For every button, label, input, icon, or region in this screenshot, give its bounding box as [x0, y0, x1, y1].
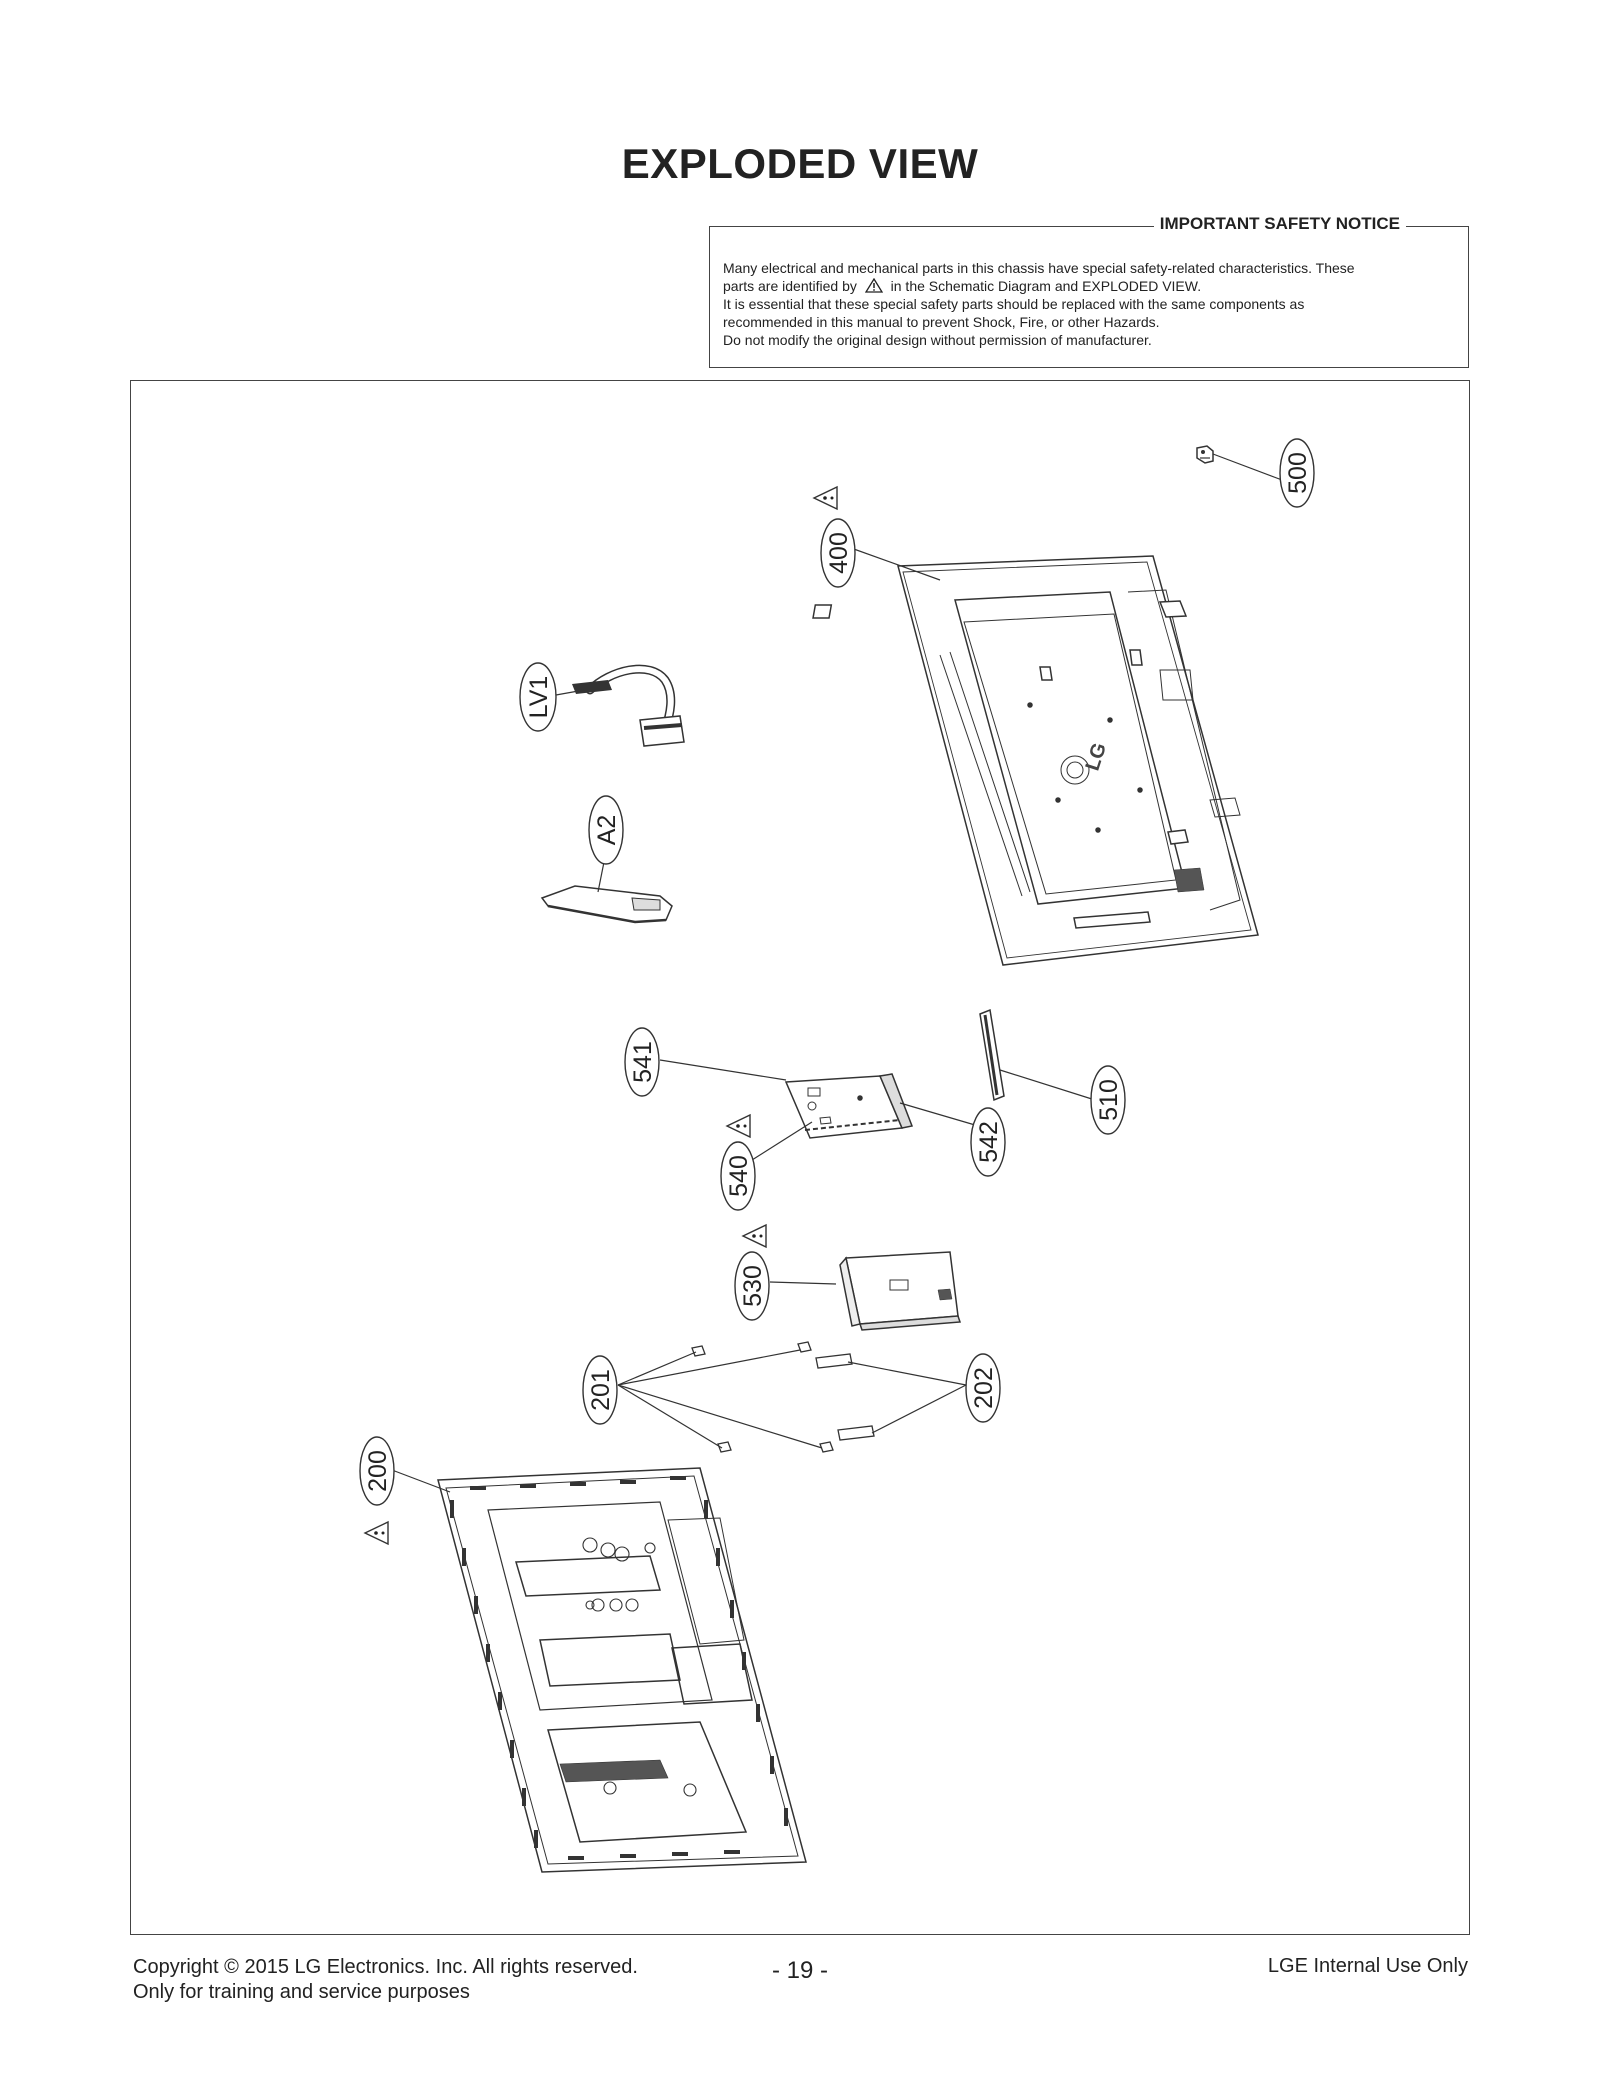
- callout-510: 510: [1090, 1065, 1126, 1135]
- leader-lv1: [555, 689, 585, 696]
- notice-line-2a: parts are identified by: [723, 278, 857, 294]
- callout-a2-label: A2: [593, 815, 621, 846]
- part-530-power-board: [839, 1251, 962, 1331]
- notice-line-3: It is essential that these special safet…: [723, 296, 1305, 312]
- notice-line-1: Many electrical and mechanical parts in …: [723, 260, 1355, 276]
- safety-warning-icon-200: [364, 1521, 389, 1545]
- leader-500: [1212, 453, 1283, 481]
- page-title: EXPLODED VIEW: [621, 140, 979, 187]
- notice-line-2: parts are identified by in the Schematic…: [723, 277, 1455, 295]
- callout-540-label: 540: [725, 1155, 753, 1197]
- leaders-202: [847, 1361, 967, 1434]
- part-510-bar: [979, 1008, 1005, 1102]
- callout-200-label: 200: [364, 1450, 392, 1492]
- callout-202: 202: [965, 1353, 1001, 1423]
- footer-copyright: Copyright © 2015 LG Electronics. Inc. Al…: [133, 1956, 638, 1978]
- leader-a2: [597, 861, 605, 893]
- safety-notice-body: Many electrical and mechanical parts in …: [723, 259, 1455, 349]
- notice-line-2b: in the Schematic Diagram and EXPLODED VI…: [890, 278, 1202, 294]
- callout-530-label: 530: [739, 1265, 767, 1307]
- callout-400: 400: [820, 518, 856, 588]
- part-201-screws: [691, 1341, 834, 1453]
- callout-530: 530: [734, 1251, 770, 1321]
- part-a2-remote: [540, 885, 673, 924]
- callout-500: 500: [1279, 438, 1315, 508]
- callout-201: 201: [582, 1355, 618, 1425]
- notice-line-4: recommended in this manual to prevent Sh…: [723, 314, 1160, 330]
- exploded-view-frame: [130, 380, 1470, 1935]
- part-lv1-cable: [572, 664, 685, 747]
- leader-510: [999, 1069, 1096, 1101]
- warning-triangle-icon: [864, 277, 883, 293]
- callout-500-label: 500: [1284, 452, 1312, 494]
- safety-warning-icon-400: [813, 486, 838, 510]
- part-200-chassis-frame: [437, 1467, 807, 1873]
- safety-warning-icon-540: [726, 1114, 751, 1138]
- callout-541: 541: [624, 1027, 660, 1097]
- callout-lv1: LV1: [519, 662, 557, 732]
- safety-notice-title: IMPORTANT SAFETY NOTICE: [1153, 214, 1406, 234]
- safety-notice-box: IMPORTANT SAFETY NOTICE Many electrical …: [709, 214, 1469, 368]
- leader-541: [659, 1059, 787, 1081]
- safety-warning-icon-530: [742, 1224, 767, 1248]
- leader-200: [391, 1469, 451, 1493]
- part-500-bracket: [1196, 445, 1214, 464]
- callout-400-label: 400: [825, 532, 853, 574]
- footer-copyright-block: Copyright © 2015 LG Electronics. Inc. Al…: [133, 1955, 638, 2005]
- callout-541-label: 541: [629, 1041, 657, 1083]
- leader-400: [850, 547, 941, 581]
- leaders-201: [617, 1349, 823, 1449]
- part-202-brackets: [815, 1353, 875, 1441]
- callout-a2: A2: [588, 795, 624, 865]
- leader-542: [899, 1102, 976, 1126]
- callout-542-label: 542: [975, 1121, 1003, 1163]
- part-400-back-cover: [812, 555, 1259, 966]
- footer-training: Only for training and service purposes: [133, 1981, 470, 2003]
- notice-line-5: Do not modify the original design withou…: [723, 332, 1152, 348]
- page-number: - 19 -: [771, 1957, 828, 1984]
- callout-200: 200: [359, 1436, 395, 1506]
- callout-542: 542: [970, 1107, 1006, 1177]
- callout-540: 540: [720, 1141, 756, 1211]
- leader-540: [751, 1121, 813, 1161]
- leader-530: [769, 1281, 837, 1285]
- callout-201-label: 201: [587, 1369, 615, 1411]
- callout-lv1-label: LV1: [525, 676, 553, 719]
- footer-internal: LGE Internal Use Only: [1267, 1955, 1468, 1977]
- callout-510-label: 510: [1095, 1079, 1123, 1121]
- callout-202-label: 202: [970, 1367, 998, 1409]
- part-540-main-board: [784, 1073, 914, 1139]
